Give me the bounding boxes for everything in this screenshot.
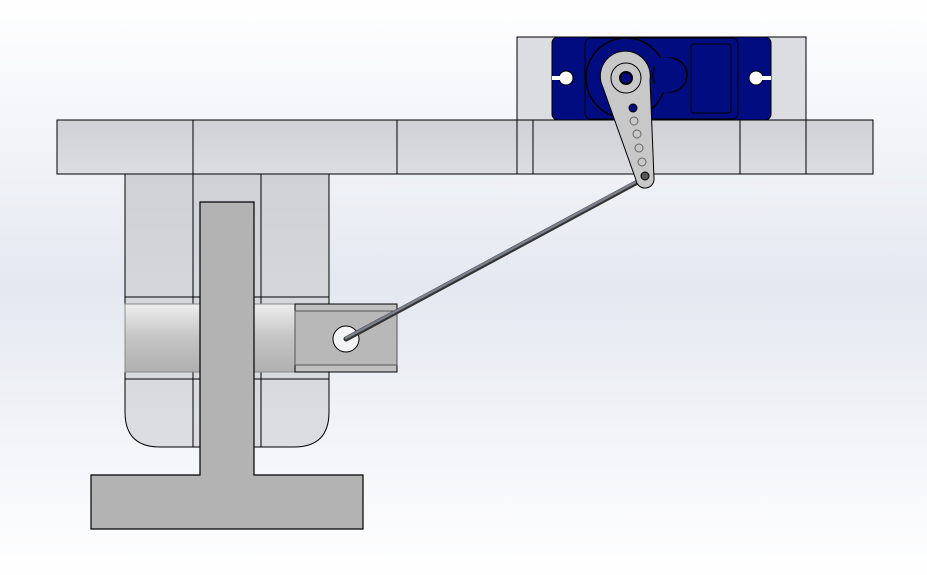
base-bar <box>56 119 874 175</box>
horn-screw <box>619 71 633 85</box>
servo <box>551 36 772 121</box>
servo-horn <box>599 50 655 189</box>
t-stem <box>90 201 364 530</box>
